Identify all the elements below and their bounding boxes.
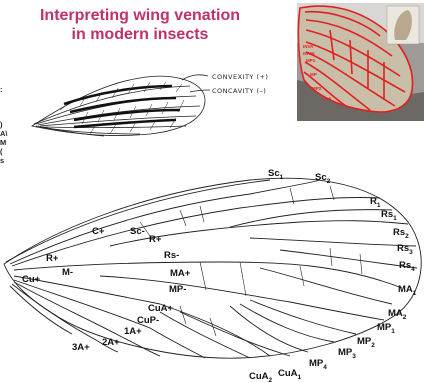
- convexity-pointer: [182, 75, 208, 80]
- mp-branch-4: [230, 306, 308, 352]
- vein-label: MP3: [338, 347, 356, 360]
- costa: [6, 180, 270, 262]
- fossil-wing-sketch: [32, 75, 210, 136]
- media-anterior-2: [260, 268, 392, 304]
- mp-branch-3: [240, 304, 334, 342]
- vein-label: C+: [92, 226, 105, 237]
- vein-label: Rs3: [397, 243, 413, 256]
- vein-label: MP2: [357, 336, 375, 349]
- photo-label-3: MP1: [306, 58, 316, 63]
- photo-label-6: CuA: [322, 96, 332, 101]
- anal-3: [10, 286, 72, 334]
- sketch-wing-outline: [32, 76, 205, 135]
- vein-label: CuA+: [148, 303, 174, 314]
- vein-labels: Sc1 Sc2 R1 Rs1 Rs2 Rs3 Rs4 MA1 MA2 MP1 M…: [22, 168, 417, 383]
- photo-label-2: MAIN: [303, 51, 315, 56]
- cubitus-anterior-1: [180, 312, 290, 356]
- mp-branch-2: [250, 300, 356, 334]
- vein-label: CuA1: [278, 368, 302, 381]
- vein-label: 1A+: [124, 326, 142, 337]
- vein-label: Sc2: [315, 172, 331, 185]
- vein-label: Cu+: [22, 274, 41, 285]
- concavity-pointer: [190, 90, 210, 92]
- photo-label-4: MP: [310, 72, 317, 77]
- vein-label: MA1: [398, 284, 417, 297]
- vein-label: CuP-: [137, 315, 159, 326]
- vein-label: MP1: [377, 322, 395, 335]
- vein-label: R+: [46, 253, 59, 264]
- vein-label: R+: [149, 234, 162, 245]
- vein-label: MP-: [169, 284, 186, 295]
- vein-label: Rs2: [393, 227, 409, 240]
- vein-label: Rs1: [381, 209, 397, 222]
- sketch-band-4: [74, 120, 176, 127]
- vein-label: Sc1: [268, 168, 284, 181]
- vein-label: Sc-: [130, 226, 145, 237]
- wing-photo: INVA MAIN MP1 MP MP2 CuA: [297, 3, 424, 121]
- vein-label: Rs-: [164, 250, 179, 261]
- vein-label: Rs4: [399, 260, 415, 273]
- vein-label: M-: [62, 267, 73, 278]
- photo-label-5: MP2: [312, 86, 322, 91]
- photo-label-1: INVA: [303, 44, 314, 49]
- vein-label: MP4: [309, 358, 327, 371]
- vein-label: 2A+: [102, 337, 120, 348]
- vein-label: MA2: [388, 308, 407, 321]
- convexity-label: CONVEXITY (+): [212, 73, 268, 81]
- rs-branch-3: [250, 238, 416, 246]
- concavity-label: CONCAVITY (–): [212, 87, 266, 95]
- sketch-band-3: [74, 110, 180, 120]
- vein-label: CuA2: [249, 371, 273, 383]
- cubitus-anterior-2: [160, 312, 250, 358]
- media-posterior: [100, 276, 384, 320]
- vein-label: MA+: [170, 268, 191, 279]
- rs-branch-1: [230, 210, 392, 227]
- vein-label: 3A+: [72, 342, 90, 353]
